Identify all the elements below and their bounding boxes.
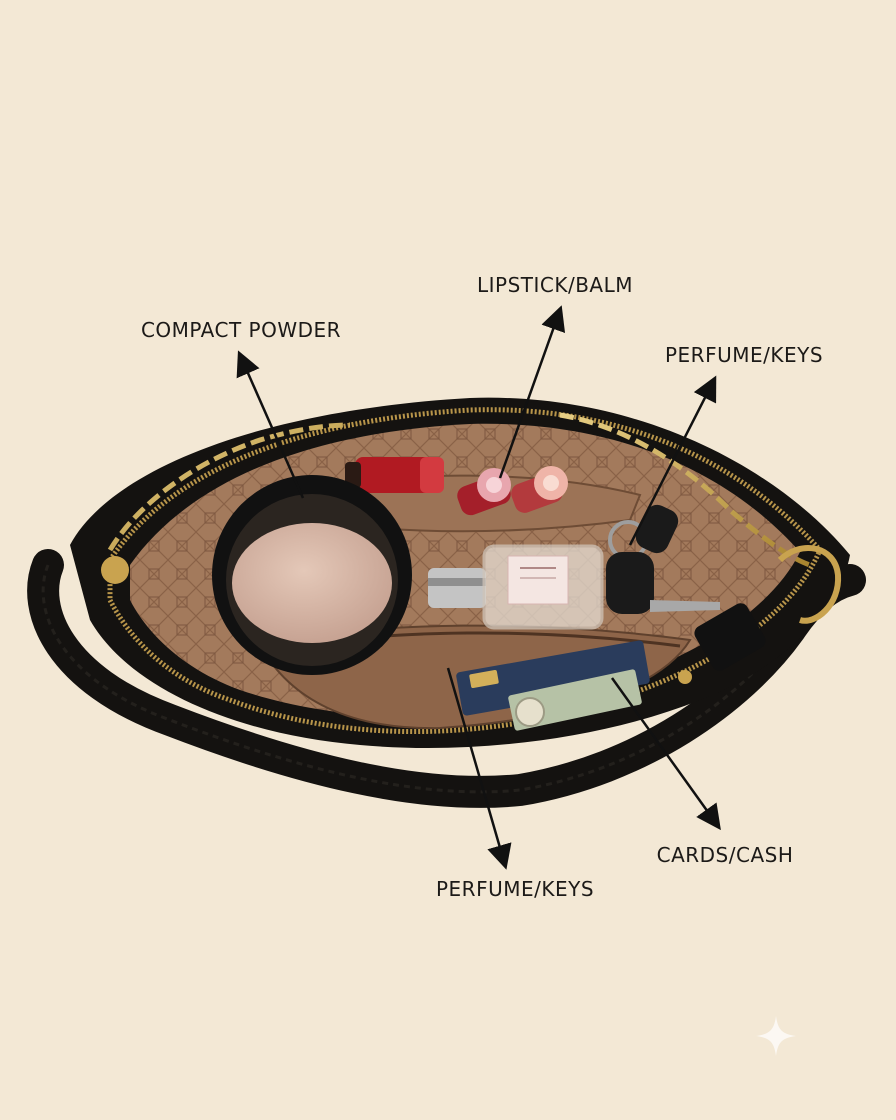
keys: [606, 504, 720, 614]
cards-and-cash: [456, 640, 650, 731]
compact-powder: [212, 475, 412, 675]
sparkle-icon: [756, 1016, 796, 1056]
arrow-lipstick: [498, 305, 566, 479]
label-perfume-keys-bottom: PERFUME/KEYS: [436, 877, 594, 901]
perfume-bottle: [428, 544, 604, 630]
strap-tab: [694, 603, 766, 671]
chain-ring-left: [101, 556, 129, 584]
chain-ring-right: [777, 545, 842, 624]
label-cards-cash: CARDS/CASH: [657, 843, 794, 867]
lip-balm-pink: [457, 468, 511, 516]
rivet: [678, 670, 692, 684]
arrow-cards-cash: [610, 677, 721, 831]
label-perfume-keys-top: PERFUME/KEYS: [665, 343, 823, 367]
lipstick-red: [345, 457, 444, 493]
zipper-edge: [107, 407, 823, 735]
label-lipstick: LIPSTICK/BALM: [477, 273, 633, 297]
arrow-compact: [236, 350, 305, 499]
lip-balm-peach: [511, 466, 568, 513]
arrow-perfume-keys-top: [628, 375, 717, 546]
arrow-perfume-keys-bottom: [446, 667, 512, 870]
label-compact: COMPACT POWDER: [141, 318, 341, 342]
